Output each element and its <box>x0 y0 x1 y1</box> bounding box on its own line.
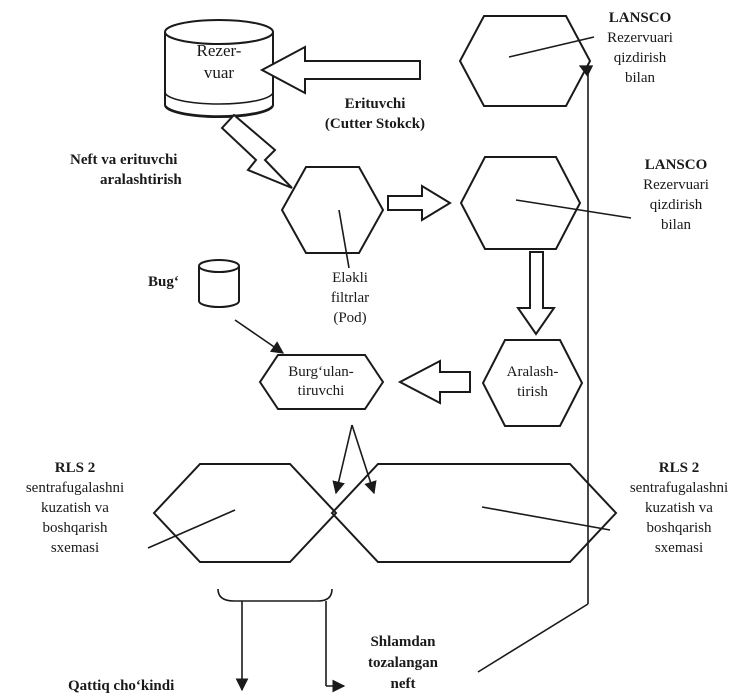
sieve-filter-hexagon <box>280 166 385 254</box>
return-line-diagonal <box>477 603 589 673</box>
steam-label: Bug‘ <box>148 272 179 292</box>
clean-oil-label-line: tozalangan <box>367 655 438 671</box>
solvent-arrow-icon <box>259 45 421 95</box>
lansco-mid-label-line: bilan <box>661 217 691 233</box>
feed-arrow-icon <box>220 113 293 189</box>
lansco-top-label: LANSCO Rezervuari qizdirish bilan <box>580 8 700 88</box>
mixing-oil-label: Neft va erituvchi aralashtirish <box>70 150 240 190</box>
lansco-mid-label-line: qizdirish <box>649 197 703 213</box>
mixing-oil-label-line: aralashtirish <box>100 172 182 188</box>
mixer-label: Aralash- tirish <box>485 362 580 402</box>
rls-left-label-line: sentrafugalashni <box>25 480 125 496</box>
sieve-label-line: (Pod) <box>333 310 367 326</box>
rls-left-label: RLS 2 sentrafugalashni kuzatish va boshq… <box>0 458 150 558</box>
steam-unit-label-line: tiruvchi <box>297 383 345 399</box>
steam-arrow <box>234 319 285 354</box>
sieve-label: Eləkli filtrlar (Pod) <box>300 268 400 328</box>
lansco-top-label-line: bilan <box>625 70 655 86</box>
return-line-arrow <box>578 65 594 77</box>
reservoir-tank-icon <box>164 19 274 118</box>
sieve-label-line: Eləkli <box>332 270 368 286</box>
lansco-to-mixer-arrow-icon <box>516 251 556 336</box>
split-left-arrow <box>332 424 353 495</box>
reservoir-label: Rezer- vuar <box>170 40 268 84</box>
split-right-arrow <box>351 424 377 495</box>
mixer-to-steam-arrow-icon <box>397 359 471 405</box>
lansco-mid-label-line: Rezervuari <box>643 177 709 193</box>
reservoir-label-line: Rezer- <box>196 41 242 60</box>
clean-oil-label-line: neft <box>390 676 416 692</box>
leader-rls-left <box>147 509 236 549</box>
lansco-top-hexagon <box>458 15 592 107</box>
clean-oil-label: Shlamdan tozalangan neft <box>348 632 458 695</box>
steam-unit-label-line: Burg‘ulan- <box>288 364 354 380</box>
lansco-mid-label: LANSCO Rezervuari qizdirish bilan <box>624 155 728 235</box>
rls-left-label-line: boshqarish <box>42 520 108 536</box>
rls-right-label: RLS 2 sentrafugalashni kuzatish va boshq… <box>604 458 754 558</box>
solvent-label: Erituvchi (Cutter Stokck) <box>290 94 460 134</box>
lansco-top-label-line: Rezervuari <box>607 30 673 46</box>
solid-output-label: Qattiq cho‘kindi <box>68 676 174 696</box>
rls-right-label-line: sxemasi <box>654 540 704 556</box>
rls-right-hexagon <box>330 463 618 563</box>
mixer-label-line: tirish <box>517 384 548 400</box>
rls-left-label-line: sxemasi <box>50 540 100 556</box>
leader-lansco-mid <box>515 199 632 219</box>
clean-oil-label-line: Shlamdan <box>370 634 436 650</box>
steam-label-text: Bug‘ <box>148 274 179 290</box>
leader-rls-right <box>481 506 611 531</box>
rls-right-label-line: sentrafugalashni <box>629 480 729 496</box>
rls-left-label-line: kuzatish va <box>41 500 109 516</box>
steam-tank-icon <box>198 259 240 308</box>
solvent-label-line: (Cutter Stokck) <box>324 116 426 132</box>
mixer-label-line: Aralash- <box>506 364 559 380</box>
steam-unit-hexagon <box>258 354 385 410</box>
solid-output-label-text: Qattiq cho‘kindi <box>68 678 175 694</box>
lansco-top-label-line: qizdirish <box>613 50 667 66</box>
mixing-oil-label-line: Neft va erituvchi <box>70 152 178 168</box>
lansco-mid-hexagon <box>459 156 582 250</box>
solvent-label-line: Erituvchi <box>344 96 406 112</box>
steam-unit-label: Burg‘ulan- tiruvchi <box>262 363 380 401</box>
rls-right-label-line: RLS 2 <box>658 460 700 476</box>
mixer-hexagon <box>481 339 584 427</box>
lansco-top-label-line: LANSCO <box>608 10 672 26</box>
rls-right-label-line: kuzatish va <box>645 500 713 516</box>
leader-sieve <box>338 209 350 269</box>
rls-left-label-line: RLS 2 <box>54 460 96 476</box>
filter-to-lansco-arrow-icon <box>387 184 452 222</box>
leader-lansco-top <box>508 36 595 58</box>
rls-right-label-line: boshqarish <box>646 520 712 536</box>
rls-left-hexagon <box>152 463 338 563</box>
collection-brace <box>217 588 333 602</box>
reservoir-label-line: vuar <box>203 63 235 82</box>
sieve-label-line: filtrlar <box>330 290 370 306</box>
lansco-mid-label-line: LANSCO <box>644 157 708 173</box>
